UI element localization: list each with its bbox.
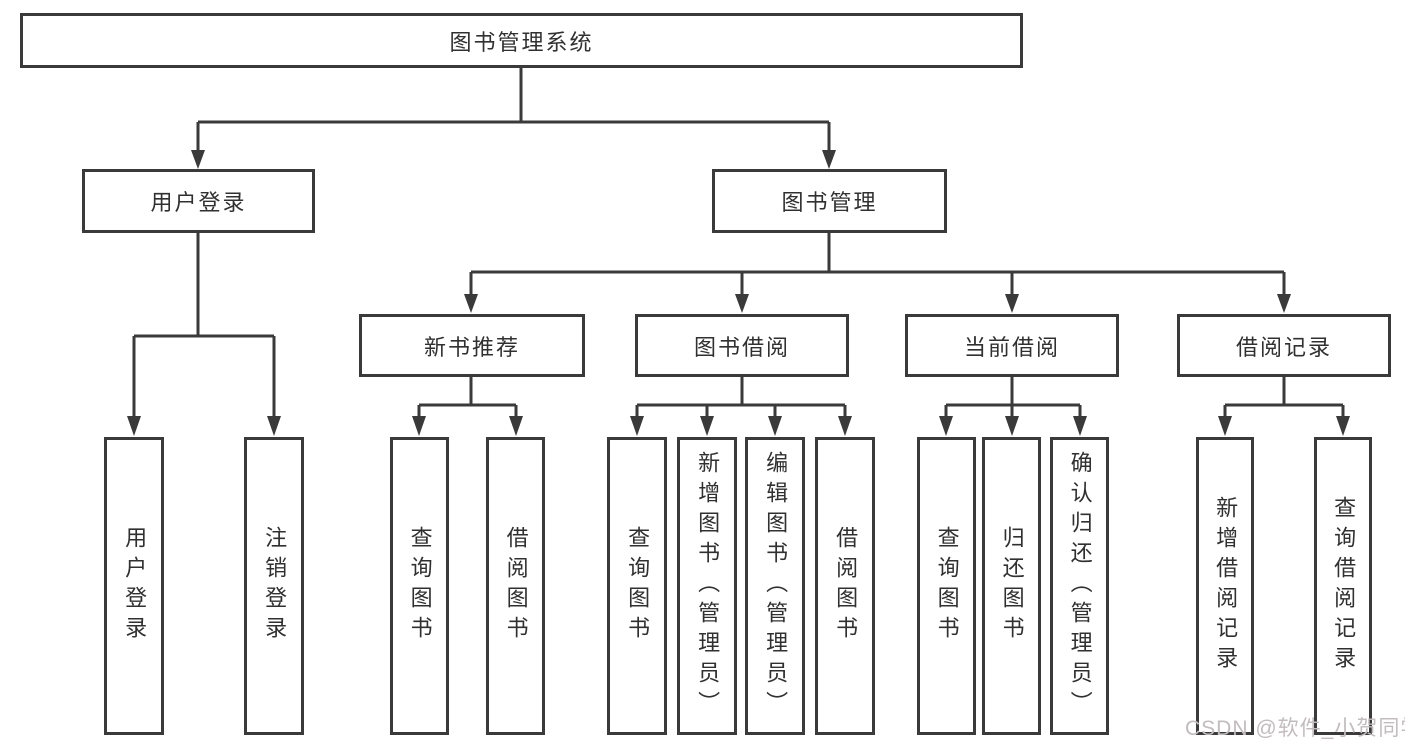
node-new-book-recommend: 新书推荐 [359,314,585,377]
connector-borrowrec-to-leaves [1218,377,1350,436]
leaf-label: 查询图书 [407,526,433,646]
connector-bookmgmt-to-level3 [464,233,1291,313]
node-book-borrow: 图书借阅 [635,314,849,377]
node-root-system: 图书管理系统 [20,13,1023,68]
leaf-label: 查询图书 [934,526,960,646]
leaf-current-return-books: 归还图书 [982,437,1041,735]
leaf-logout: 注销登录 [244,437,304,735]
node-current-borrow: 当前借阅 [905,314,1119,377]
leaf-label: 编辑图书（管理员） [763,451,789,721]
leaf-label: 注销登录 [262,526,288,646]
connector-bookborrow-to-leaves [630,377,852,436]
leaf-newbooks-query-books: 查询图书 [390,437,449,735]
csdn-watermark: CSDN @软件_小贺同学 [1185,717,1405,740]
leaf-current-confirm-return-admin: 确认归还（管理员） [1050,437,1109,735]
connector-newbooks-to-leaves [412,377,523,436]
leaf-label: 查询图书 [625,526,651,646]
leaf-label: 新增借阅记录 [1213,496,1239,676]
leaf-borrow-query-books: 查询图书 [607,437,667,735]
leaf-label: 归还图书 [999,526,1025,646]
leaf-current-query-books: 查询图书 [917,437,976,735]
leaf-label: 新增图书（管理员） [695,451,721,721]
leaf-label: 用户登录 [122,526,148,646]
leaf-label: 借阅图书 [503,526,529,646]
leaf-user-login: 用户登录 [104,437,164,735]
connector-root-to-level2 [191,68,836,169]
connector-userlogin-to-leaves [127,233,281,436]
node-borrow-records: 借阅记录 [1177,314,1391,377]
leaf-records-query-record: 查询借阅记录 [1314,437,1372,735]
leaf-label: 借阅图书 [833,526,859,646]
leaf-records-add-record: 新增借阅记录 [1196,437,1254,735]
leaf-borrow-add-books-admin: 新增图书（管理员） [677,437,737,735]
connector-curborrow-to-leaves [939,377,1087,436]
leaf-label: 确认归还（管理员） [1067,451,1093,721]
node-user-login: 用户登录 [82,169,315,233]
leaf-borrow-edit-books-admin: 编辑图书（管理员） [745,437,805,735]
leaf-borrow-borrow-books: 借阅图书 [815,437,875,735]
leaf-label: 查询借阅记录 [1331,496,1357,676]
node-book-management: 图书管理 [712,169,947,233]
leaf-newbooks-borrow-books: 借阅图书 [486,437,545,735]
